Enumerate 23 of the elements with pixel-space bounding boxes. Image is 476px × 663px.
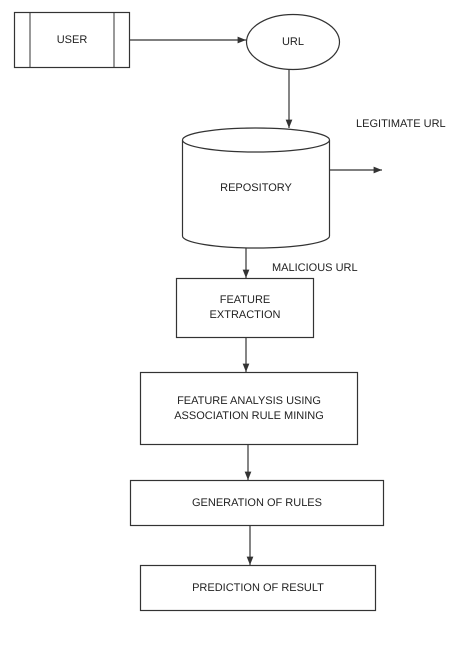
arrow <box>130 36 246 44</box>
process-box <box>130 480 384 526</box>
node-label: FEATURE EXTRACTION <box>208 293 282 323</box>
process-box <box>176 278 314 338</box>
arrow <box>330 166 382 174</box>
process-box <box>14 12 130 68</box>
arrow <box>242 248 250 278</box>
edge-label: MALICIOUS URL <box>272 262 358 274</box>
arrow <box>286 70 292 128</box>
edge-label: LEGITIMATE URL <box>356 118 446 130</box>
node-label: USER <box>56 32 88 48</box>
node-label: URL <box>282 34 304 50</box>
node-label: FEATURE ANALYSIS USING ASSOCIATION RULE MINING <box>173 394 325 424</box>
arrow <box>244 445 252 480</box>
arrow <box>246 526 254 565</box>
arrow <box>242 338 250 372</box>
node-label: GENERATION OF RULES <box>192 496 322 510</box>
node-label: REPOSITORY <box>220 180 292 196</box>
process-box <box>140 565 376 611</box>
node-label: PREDICTION OF RESULT <box>192 580 324 596</box>
process-box <box>140 372 358 445</box>
repository-cylinder <box>182 128 330 248</box>
ellipse-node <box>246 14 340 70</box>
